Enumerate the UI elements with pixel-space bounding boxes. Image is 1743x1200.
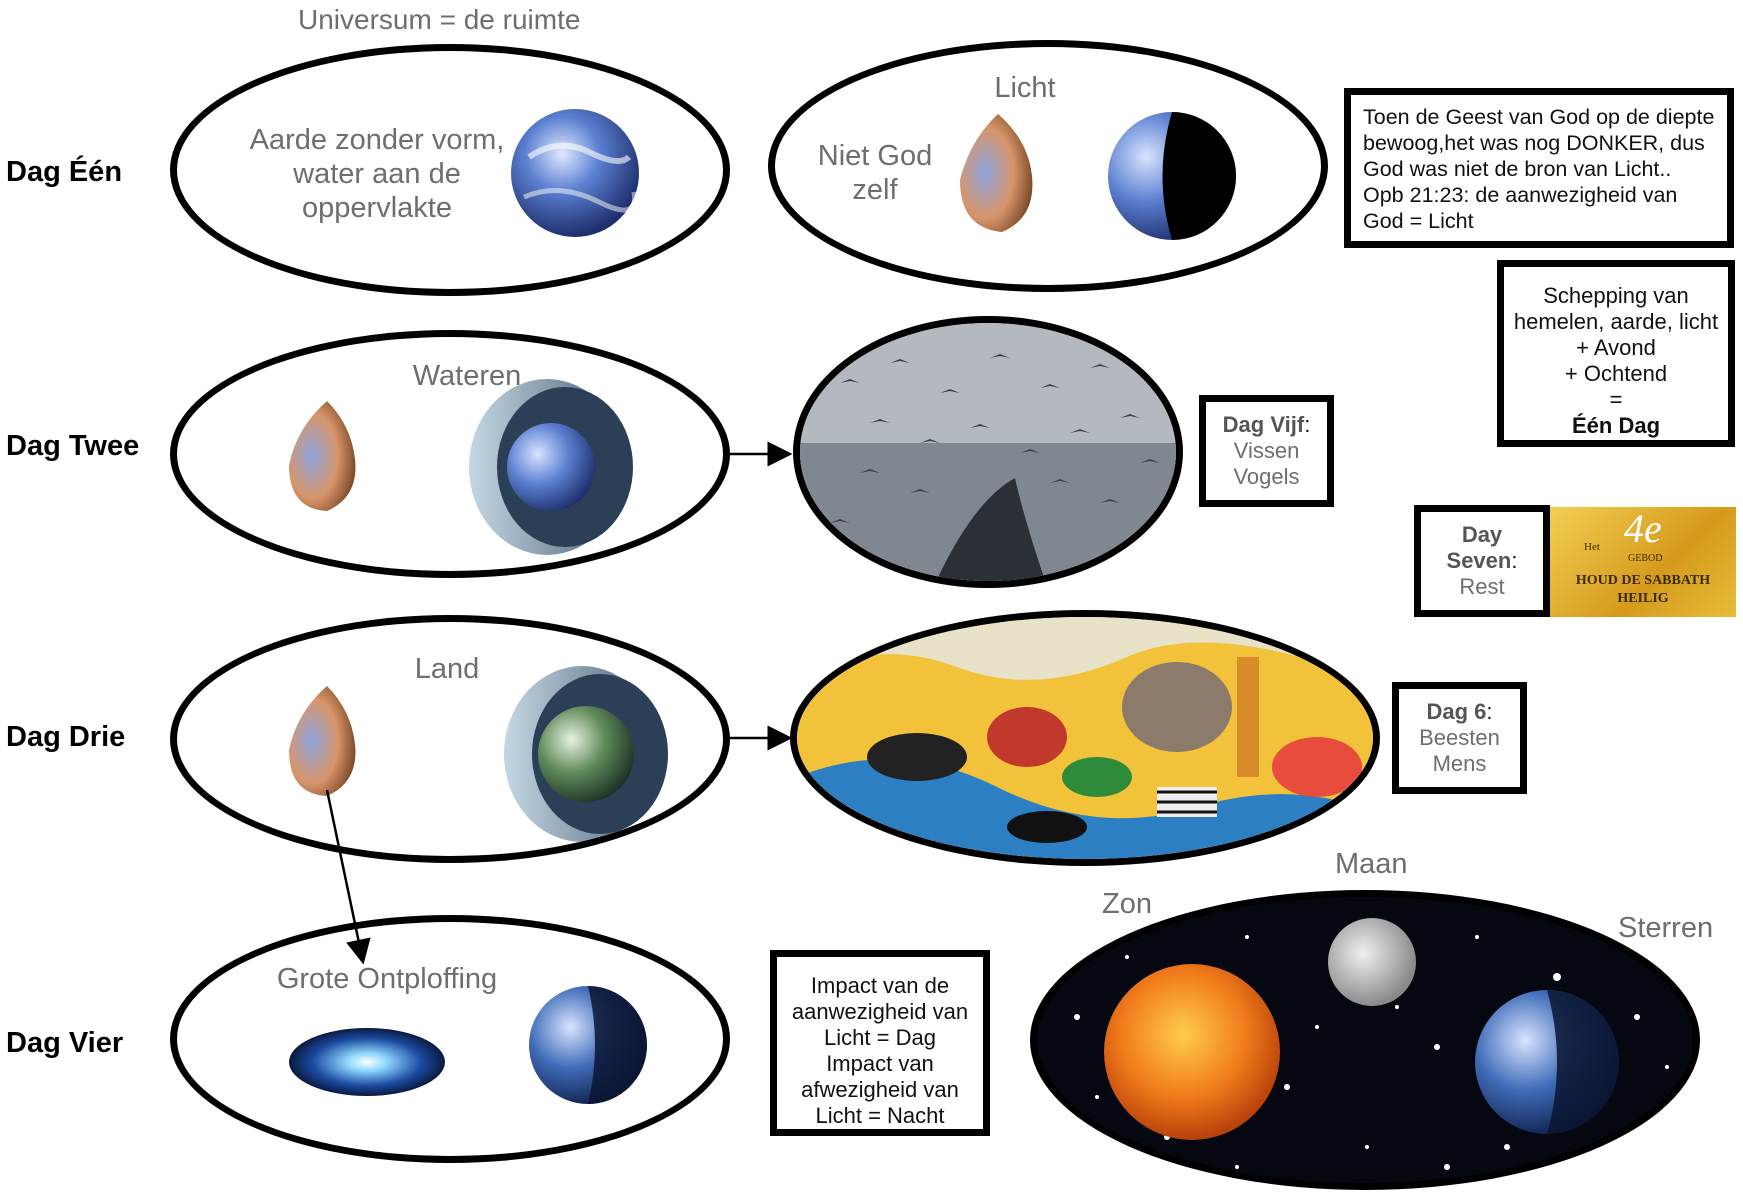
moon-label: Maan [1335,848,1408,880]
starfield-image [1074,918,1669,1170]
impact-line-6: Licht = Nacht [815,1103,945,1128]
light-orb-icon [289,686,356,796]
spirit-line-5: God = Licht [1363,209,1474,233]
commandment-gebod: GEBOD [1628,553,1663,564]
day-six-item-beasts: Beesten [1419,725,1500,750]
creation-line-1: Schepping van [1543,283,1689,308]
creation-line-3: + Avond [1576,335,1656,360]
spirit-line-4: Opb 21:23: de aanwezigheid van [1363,183,1678,207]
animals-painting-image [797,617,1373,859]
birds-and-whale-ellipse [793,316,1183,588]
not-god-line-1: Niet God [817,140,933,172]
birds-whale-image [800,323,1176,581]
commandment-number: 4e [1624,506,1662,551]
day-seven-item-rest: Rest [1459,574,1505,599]
half-dark-earth-icon [1108,112,1236,240]
day-one-label: Dag Één [6,156,123,188]
day-seven-colon: : [1511,548,1518,573]
animals-and-people-ellipse [790,610,1380,866]
day-seven-box: Day Seven: Rest [1414,505,1550,617]
day-five-colon: : [1304,412,1311,437]
day-seven-label-2: Seven [1446,548,1512,573]
day2-waters-ellipse: Wateren [170,330,730,578]
light-orb-icon [960,114,1033,232]
day-six-item-man: Mens [1432,751,1487,776]
earth-in-water-shell-icon [469,379,633,555]
day-five-label: Dag Vijf [1222,412,1305,437]
impact-line-3: Licht = Dag [824,1025,936,1050]
spirit-of-god-box: Toen de Geest van God op de diepte bewoo… [1344,88,1734,248]
day-five-box: Dag Vijf: Vissen Vogels [1199,395,1334,507]
waters-title: Wateren [412,360,522,392]
creation-line-2: hemelen, aarde, licht [1513,309,1719,334]
impact-line-5: afwezigheid van [801,1077,959,1102]
half-lit-earth-icon [529,986,647,1104]
commandment-line-1: HOUD DE SABBATH [1575,573,1711,588]
creation-result: Één Dag [1571,413,1661,438]
day-two-label: Dag Twee [6,430,140,462]
day4-big-bang-ellipse: Grote Ontploffing [170,915,730,1163]
formless-earth-line-2: water aan de [293,158,461,190]
sun-moon-stars-ellipse [1030,890,1700,1190]
land-title: Land [414,653,480,685]
day1-formless-earth-ellipse: Aarde zonder vorm, water aan de oppervla… [170,44,730,296]
arrow-day3-to-day4 [325,789,371,965]
day-four-label: Dag Vier [6,1027,124,1059]
universe-label: Universum = de ruimte [298,4,581,35]
day-six-box: Dag 6: Beesten Mens [1392,682,1527,794]
stars-label: Sterren [1618,912,1714,944]
spirit-line-3: God was niet de bron van Licht.. [1363,157,1672,181]
not-god-text: Niet God zelf [815,139,935,207]
earth-with-land-shell-icon [504,666,668,842]
formless-earth-line-3: oppervlakte [302,192,452,224]
impact-line-4: Impact van [826,1051,934,1076]
sun-icon [1104,964,1280,1140]
commandment-line-2: HEILIG [1617,591,1669,606]
day1-light-ellipse: Licht Niet God zelf [768,40,1328,292]
fourth-commandment-image: 4e Het GEBOD HOUD DE SABBATH HEILIG [1550,506,1736,617]
impact-of-light-box: Impact van de aanwezigheid van Licht = D… [770,950,990,1136]
day-three-label: Dag Drie [6,721,126,753]
day-five-item-fish: Vissen [1233,438,1300,463]
impact-line-1: Impact van de [810,973,950,998]
formless-earth-text: Aarde zonder vorm, water aan de oppervla… [237,123,517,225]
day3-land-ellipse: Land [170,615,730,863]
day-five-item-birds: Vogels [1233,464,1300,489]
earth-globe-icon [511,109,639,237]
big-bang-flash-icon [289,1028,445,1096]
day-six-label: Dag 6 [1426,699,1487,724]
creation-line-4: + Ochtend [1564,361,1668,386]
creation-line-5: = [1609,387,1623,412]
light-title: Licht [994,72,1056,104]
spirit-line-1: Toen de Geest van God op de diepte [1363,105,1715,129]
sun-label: Zon [1102,888,1152,920]
day-six-colon: : [1486,699,1493,724]
creation-one-day-box: Schepping van hemelen, aarde, licht + Av… [1497,260,1735,447]
big-bang-title: Grote Ontploffing [276,963,498,995]
not-god-line-2: zelf [852,174,898,206]
formless-earth-line-1: Aarde zonder vorm, [249,124,505,156]
spirit-line-2: bewoog,het was nog DONKER, dus [1363,131,1705,155]
day-seven-label-1: Day [1461,522,1503,547]
moon-icon [1328,918,1416,1006]
commandment-het: Het [1584,541,1600,553]
impact-line-2: aanwezigheid van [791,999,969,1024]
light-orb-icon [289,401,356,511]
